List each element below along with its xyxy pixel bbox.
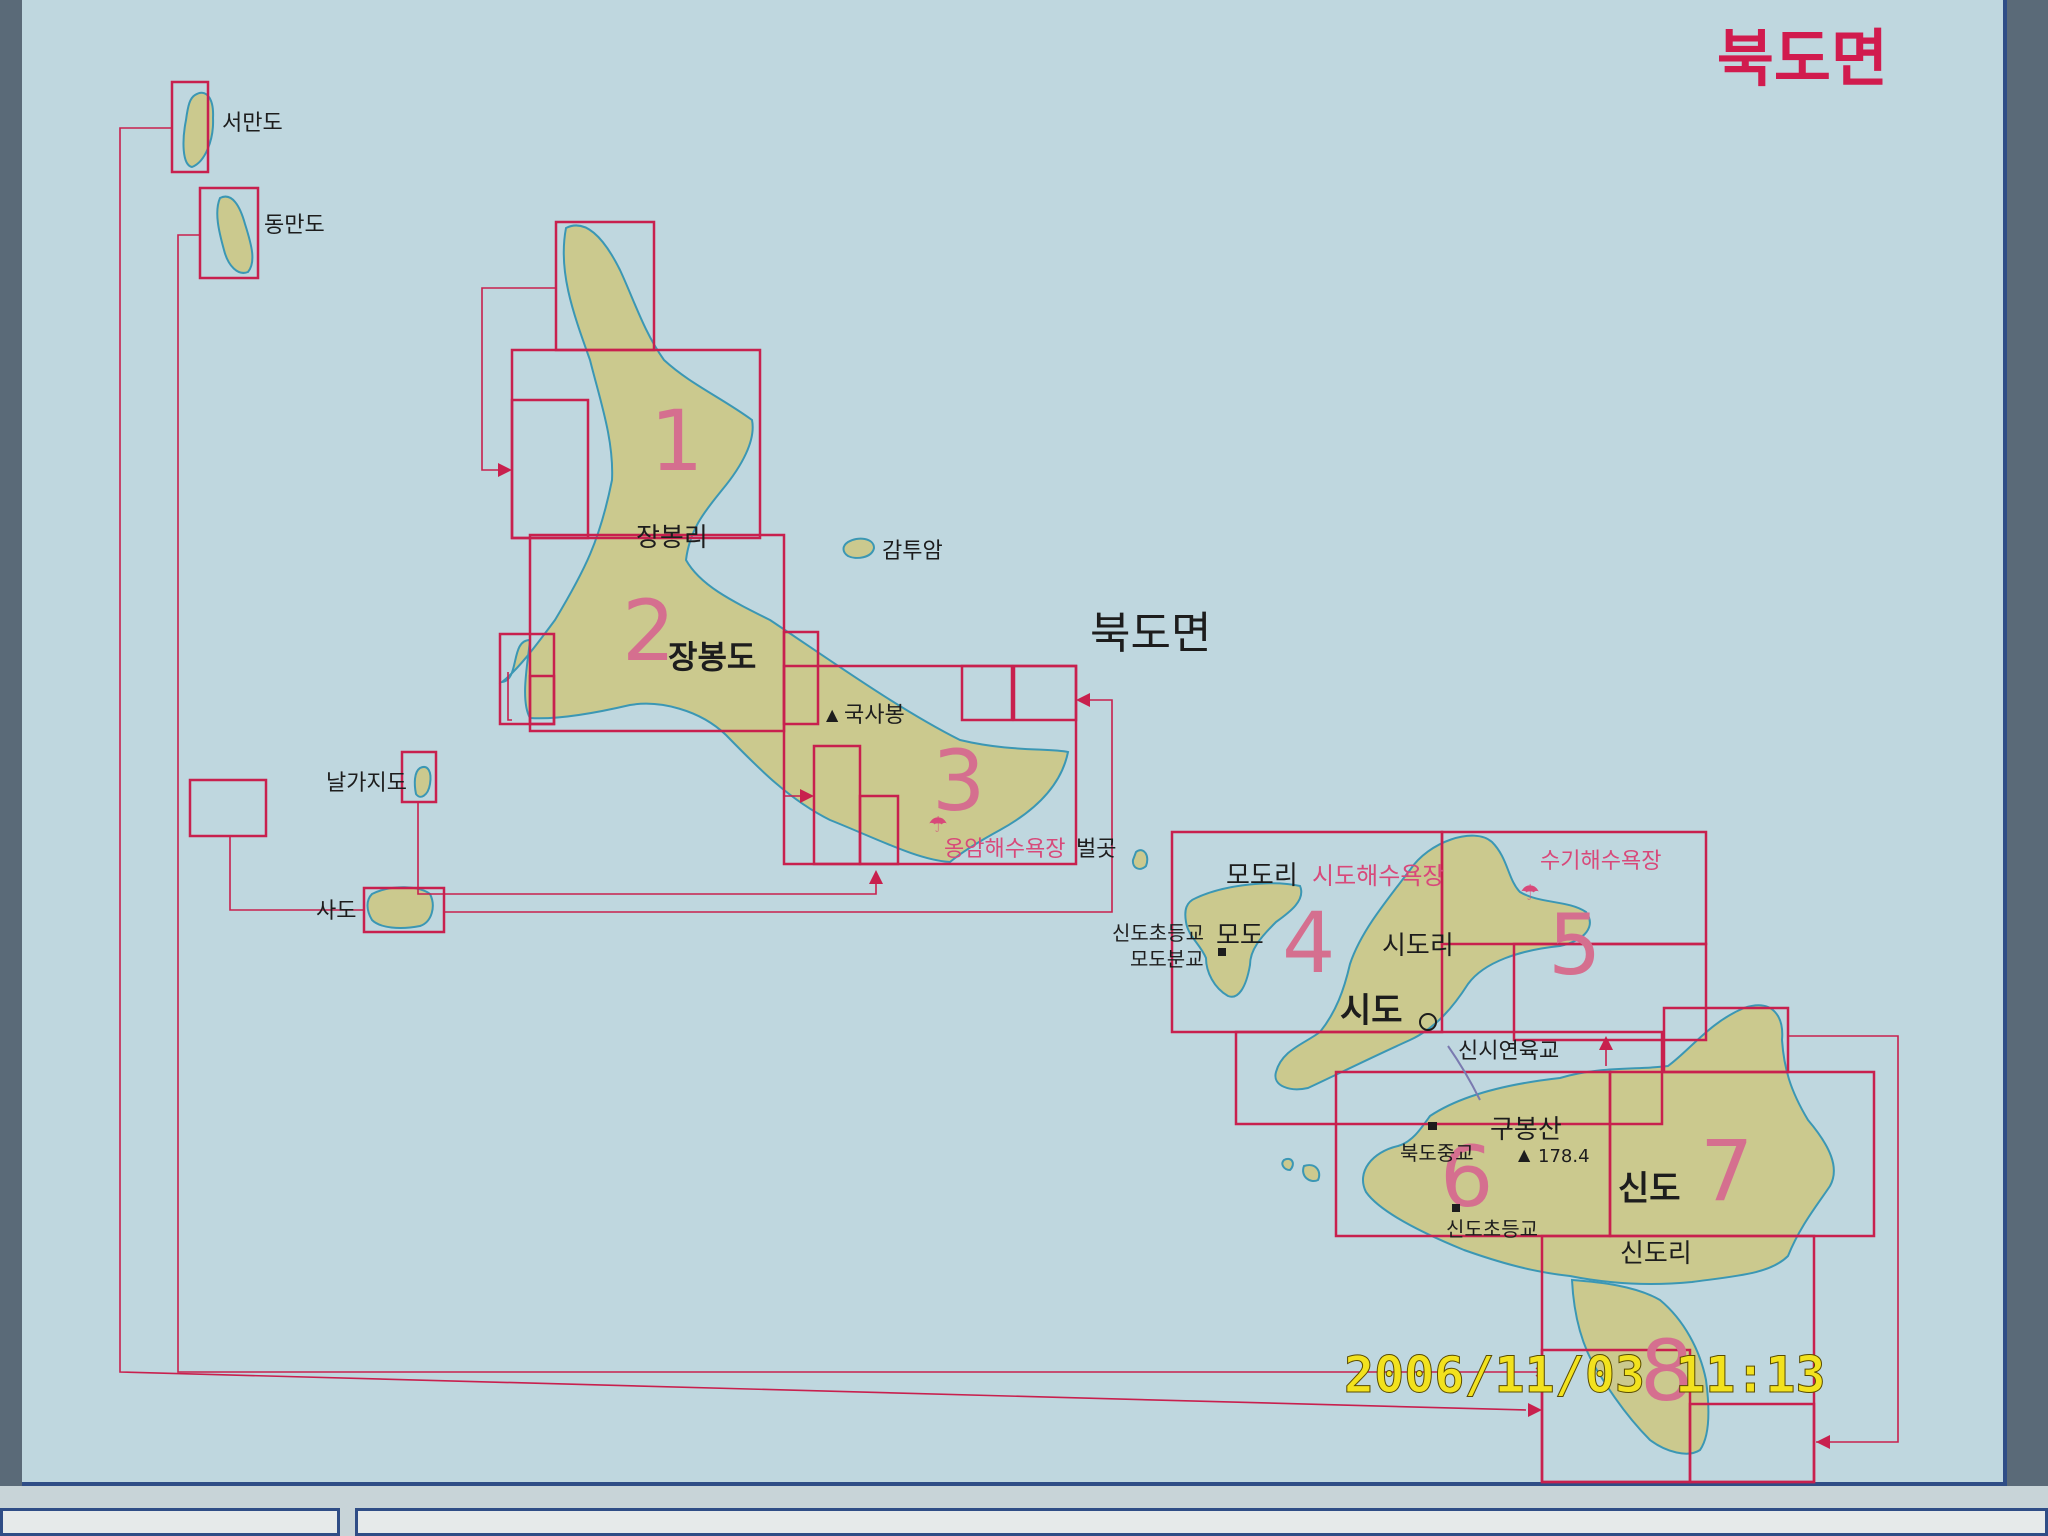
label-seoman: 서만도: [222, 111, 283, 136]
label-gamtuam: 감투암: [882, 539, 943, 564]
label-jangbongdo: 장봉도: [668, 638, 756, 676]
label-beach-sido: 시도해수욕장: [1312, 862, 1444, 890]
frame-tab-right: [355, 1508, 2048, 1536]
grid-number-3: 3: [932, 732, 985, 830]
label-sado: 사도: [316, 899, 356, 924]
island-gamtuam: [842, 537, 876, 559]
map-title: 북도면: [1717, 22, 1888, 95]
island-seoman: [182, 91, 215, 169]
label-sindo: 신도: [1618, 1169, 1681, 1209]
school-icon-bukdo: [1428, 1122, 1437, 1130]
island-sindo: [1362, 1004, 1835, 1285]
school-icon-modo: [1218, 948, 1226, 956]
label-guksabong: 국사봉: [844, 703, 905, 728]
grid-number-4: 4: [1282, 894, 1335, 992]
label-beach-jangbong: 옹암해수욕장: [944, 837, 1065, 862]
islet-2: [1302, 1164, 1321, 1182]
map-canvas: 북도면 북도면 1 2 3 4 5 6 7 8 서만도 동만도 날가지도 사도 …: [119, 22, 1899, 1484]
label-school-modo: 모도분교: [1130, 947, 1204, 971]
label-bridge: 신시연육교: [1458, 1039, 1559, 1064]
peak-icon-gubongsan: ▲: [1518, 1145, 1531, 1164]
island-modo: [1184, 882, 1303, 998]
island-dongman: [216, 195, 254, 274]
label-sindo-ri: 신도리: [1620, 1239, 1692, 1269]
island-beolgot: [1131, 849, 1149, 870]
label-sido: 시도: [1340, 991, 1403, 1031]
label-school-bukdo-middle: 북도중교: [1400, 1141, 1474, 1165]
island-sindo-south: [1570, 1278, 1710, 1455]
school-icon-sindo: [1452, 1204, 1460, 1212]
office-icon-sido: [1419, 1013, 1437, 1031]
grid-number-7: 7: [1700, 1122, 1753, 1220]
label-modo: 모도: [1216, 921, 1264, 951]
label-beolgot: 벌곳: [1076, 837, 1116, 862]
leader-lines: [119, 127, 1899, 1449]
label-school-sindo-1: 신도초등교: [1112, 921, 1204, 945]
label-school-sindo-2: 신도초등교: [1446, 1217, 1538, 1241]
center-label: 북도면: [1090, 608, 1211, 659]
label-sido-ri: 시도리: [1382, 931, 1454, 961]
label-modo-ri: 모도리: [1226, 861, 1298, 891]
sheet-grid: [170, 80, 1876, 1484]
grid-number-5: 5: [1548, 896, 1601, 994]
grid-number-6: 6: [1440, 1128, 1493, 1226]
camera-timestamp: 2006/11/03 11:13: [1344, 1346, 1826, 1404]
grid-number-1: 1: [650, 392, 703, 490]
label-jangbong-ri: 장봉리: [636, 523, 708, 553]
island-nalgaji: [413, 766, 432, 798]
peak-icon-guksabong: ▲: [826, 705, 839, 724]
islet-1: [1281, 1158, 1294, 1172]
frame-tab-left: [0, 1508, 340, 1536]
island-jangbongdo: [498, 224, 1070, 864]
beach-icon-jangbong: ☂: [928, 813, 948, 838]
label-beach-sugi: 수기해수욕장: [1540, 849, 1661, 874]
label-elevation: 178.4: [1538, 1146, 1590, 1167]
label-nalgaji: 날가지도: [326, 771, 407, 796]
label-dongman: 동만도: [264, 213, 325, 238]
label-gubongsan: 구봉산: [1490, 1115, 1562, 1145]
grid-number-2: 2: [622, 582, 675, 680]
beach-icon-sugi: ☂: [1520, 881, 1540, 906]
grid-number-8: 8: [1640, 1322, 1693, 1420]
island-sido: [1274, 834, 1591, 1091]
